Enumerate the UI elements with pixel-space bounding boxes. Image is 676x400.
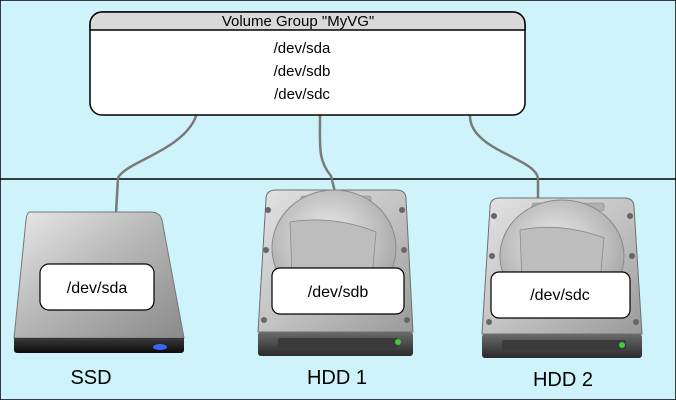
hdd-icon: /dev/sdb	[257, 189, 414, 356]
hdd2-led	[619, 342, 625, 348]
volume-group-device-2: /dev/sdb	[274, 63, 331, 80]
hdd2-name: HDD 2	[533, 369, 593, 391]
ssd-name: SSD	[70, 367, 111, 389]
volume-group-device-3: /dev/sdc	[274, 86, 330, 103]
cable-sda	[114, 114, 198, 215]
cable-sdb	[318, 114, 337, 194]
hdd1-led	[395, 339, 401, 345]
ssd-device-label: /dev/sda	[67, 280, 128, 297]
volume-group-header	[89, 11, 526, 31]
cable-sdc	[468, 114, 540, 201]
connection-cables	[114, 114, 540, 215]
hdd-icon: /dev/sdc	[481, 197, 643, 358]
hdd1-name: HDD 1	[307, 367, 367, 389]
ssd-led	[153, 344, 167, 350]
volume-group-device-1: /dev/sda	[274, 40, 331, 57]
volume-group: Volume Group "MyVG" /dev/sda /dev/sdb /d…	[89, 11, 526, 116]
hdd1-device-label: /dev/sdb	[308, 284, 369, 301]
ssd-icon: /dev/sda	[13, 211, 185, 353]
volume-group-title: Volume Group "MyVG"	[222, 13, 374, 30]
hdd2-device-label: /dev/sdc	[530, 287, 590, 304]
